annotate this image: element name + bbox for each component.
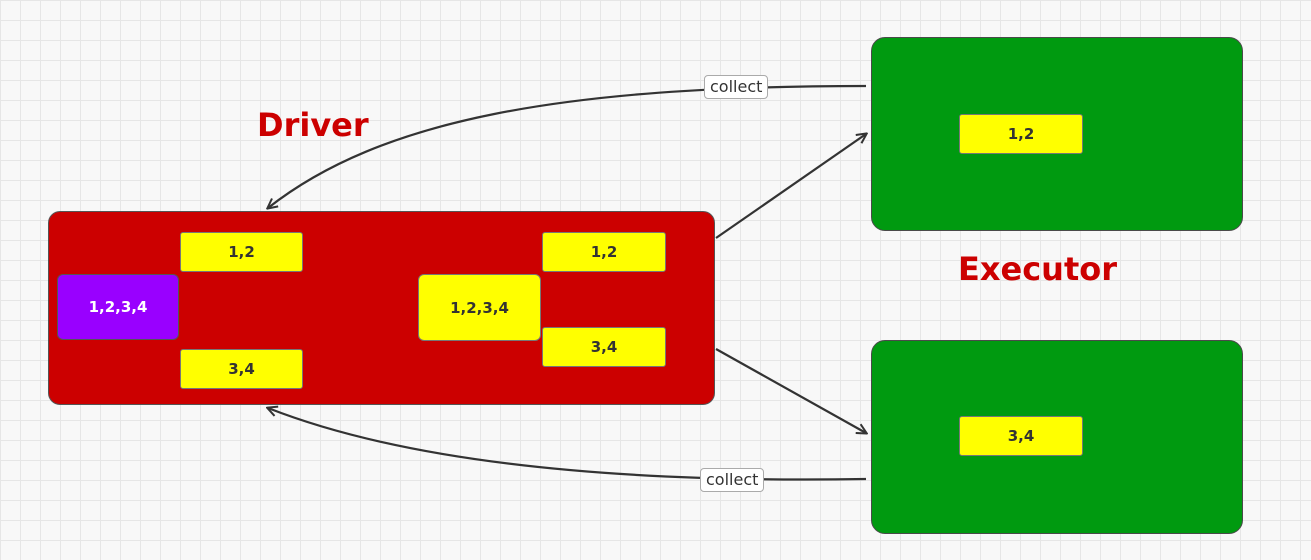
executor-box-2: 3,4 [871, 340, 1243, 534]
collect-label-top: collect [704, 75, 769, 99]
partition-chip-right-bottom: 3,4 [542, 327, 666, 367]
partition-chip-left-bottom: 3,4 [180, 349, 303, 389]
executor-box-1: 1,2 [871, 37, 1243, 231]
merged-result-chip: 1,2,3,4 [57, 274, 179, 340]
arrow-collect-bottom [268, 408, 867, 481]
arrow-collect-top [268, 84, 867, 208]
arrow-driver-to-executor-1 [715, 134, 866, 239]
partition-chip-right-top: 1,2 [542, 232, 666, 272]
executor-1-chip: 1,2 [959, 114, 1083, 154]
collect-label-bottom: collect [700, 468, 765, 492]
source-data-chip: 1,2,3,4 [418, 274, 541, 341]
arrow-driver-to-executor-2 [715, 348, 866, 433]
partition-chip-left-top: 1,2 [180, 232, 303, 272]
executor-title: Executor [958, 250, 1118, 288]
executor-2-chip: 3,4 [959, 416, 1083, 456]
driver-box: 1,2,3,4 1,2 3,4 1,2,3,4 1,2 3,4 [48, 211, 715, 405]
driver-title: Driver [257, 106, 369, 144]
